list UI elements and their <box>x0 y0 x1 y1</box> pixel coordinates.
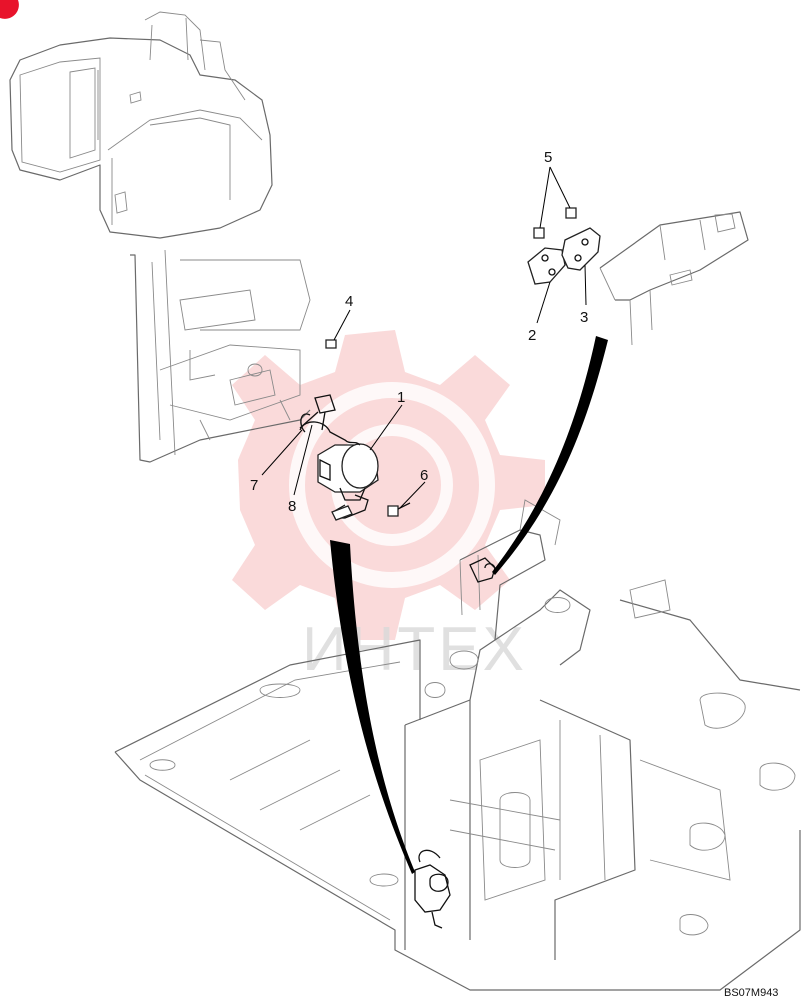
chassis-illustration <box>114 499 801 991</box>
mounted-relay-illustration <box>414 849 451 929</box>
connector-swoosh-left <box>330 540 415 874</box>
part-bolts-5 <box>533 207 577 239</box>
part-bracket-2 <box>527 247 566 285</box>
callout-8: 8 <box>288 498 296 515</box>
callout-3: 3 <box>580 309 588 326</box>
part-connector-pigtail <box>331 494 369 521</box>
part-bracket-3 <box>561 227 601 271</box>
watermark-text: ИНТЕХ <box>302 615 527 684</box>
part-screw-4 <box>325 339 337 349</box>
connector-swoosh-right <box>492 336 608 575</box>
callout-4: 4 <box>345 293 353 310</box>
left-frame-illustration <box>130 249 311 463</box>
machine-overview-illustration <box>9 11 273 239</box>
drawing-code: BS07M943 <box>724 987 778 999</box>
part-wiring-harness <box>299 394 361 446</box>
callout-5: 5 <box>544 149 552 166</box>
right-frame-illustration <box>599 211 749 346</box>
part-relay <box>317 443 379 501</box>
callout-6: 6 <box>420 467 428 484</box>
callout-7: 7 <box>250 477 258 494</box>
watermark-gear-icon <box>232 330 545 640</box>
corner-mark <box>0 0 19 19</box>
leader-lines <box>261 166 587 509</box>
callout-2: 2 <box>528 327 536 344</box>
callout-1: 1 <box>397 389 405 406</box>
